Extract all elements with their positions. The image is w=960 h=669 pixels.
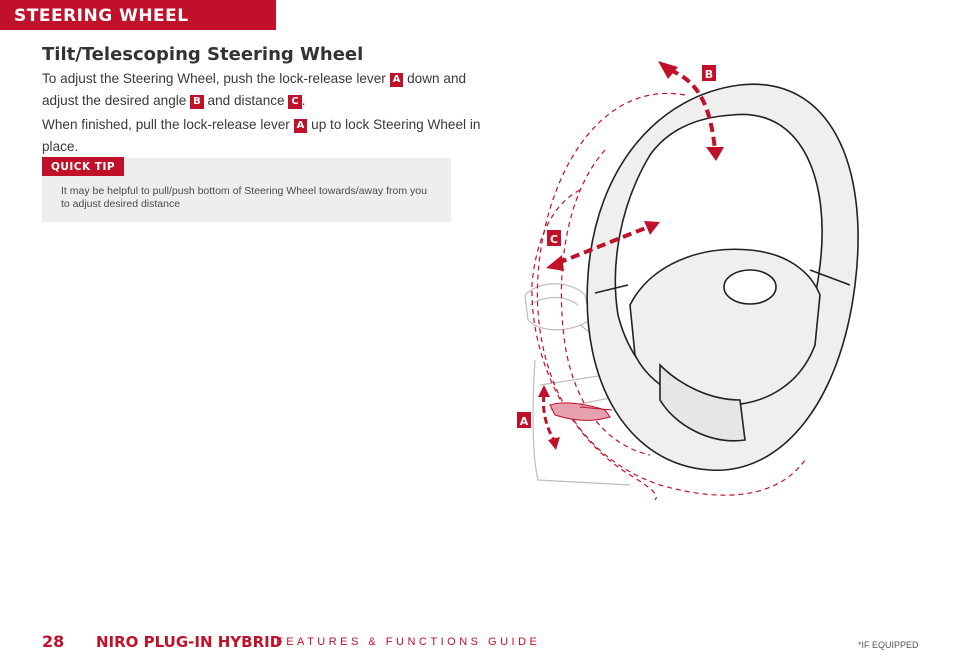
quick-tip-text: It may be helpful to pull/push bottom of… <box>61 185 427 210</box>
adjust-text-2: down and adjust the desired angle <box>42 71 467 108</box>
arrow-b-head-bottom <box>706 147 724 161</box>
footnote: *IF EQUIPPED <box>858 640 919 650</box>
badge-b: B <box>190 95 204 109</box>
steering-wheel-icon <box>586 83 859 471</box>
guide-subtitle: FEATURES & FUNCTIONS GUIDE <box>276 636 541 648</box>
page-title: Tilt/Telescoping Steering Wheel <box>42 44 364 65</box>
guide-title: NIRO PLUG-IN HYBRID <box>96 633 283 651</box>
arrow-c-icon <box>557 225 649 265</box>
label-b-box <box>702 65 716 81</box>
telescope-range-icon <box>531 92 806 501</box>
quick-tip-label: QUICK TIP <box>42 157 124 176</box>
arrow-a-icon <box>542 394 556 441</box>
arrow-b-icon <box>669 68 717 151</box>
badge-a: A <box>389 73 404 87</box>
arrow-c-head-right <box>644 221 660 235</box>
adjust-text-4: . <box>301 93 306 108</box>
arrow-c-head-left <box>546 255 564 271</box>
label-a: A <box>520 415 529 428</box>
page-number: 28 <box>42 632 65 651</box>
lock-release-lever-icon <box>549 402 613 421</box>
badge-a-lock: A <box>293 119 308 133</box>
adjust-text-1: To adjust the Steering Wheel, push the l… <box>42 71 390 86</box>
instruction-lock: When finished, pull the lock-release lev… <box>42 114 492 158</box>
label-b: B <box>705 68 713 81</box>
lock-text-1: When finished, pull the lock-release lev… <box>42 117 294 132</box>
instruction-adjust: To adjust the Steering Wheel, push the l… <box>42 68 492 112</box>
label-a-box <box>517 412 531 428</box>
label-c: C <box>550 233 558 246</box>
arrow-a-head-bottom <box>548 437 560 450</box>
badge-c: C <box>288 95 302 109</box>
steering-wheel-illustration: B C A <box>517 61 859 501</box>
arrow-a-head-top <box>538 385 550 397</box>
arrow-b-head-top <box>658 61 678 79</box>
lock-text-2: up to lock Steering Wheel in place. <box>42 117 481 154</box>
label-c-box <box>547 230 561 246</box>
section-tab: STEERING WHEEL CONTROLS <box>0 0 276 58</box>
adjust-text-3: and distance <box>203 93 289 108</box>
